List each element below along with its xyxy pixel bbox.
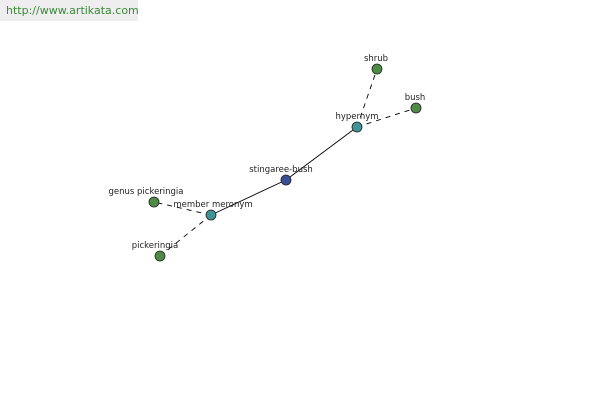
node-label-member-meronym: member meronym	[173, 200, 252, 210]
node-genus-pickeringia[interactable]	[148, 196, 160, 208]
node-hypernym[interactable]	[351, 121, 363, 133]
node-pickeringia[interactable]	[154, 250, 166, 262]
edge-center-to-member-meronym	[210, 179, 287, 216]
graph-nodes	[148, 63, 422, 262]
graph-labels: stingaree-bush hypernym shrub bush member me…	[108, 54, 425, 251]
node-label-genus-pickeringia: genus pickeringia	[108, 187, 183, 197]
node-label-center: stingaree-bush	[249, 165, 313, 175]
node-member-meronym[interactable]	[205, 209, 217, 221]
watermark-link-text: http://www.artikata.com	[6, 4, 139, 17]
node-label-shrub: shrub	[364, 54, 388, 64]
edge-hypernym-to-shrub	[356, 68, 378, 128]
node-center[interactable]	[280, 174, 292, 186]
edge-hypernym-to-bush	[356, 107, 417, 128]
node-bush[interactable]	[410, 102, 422, 114]
node-label-hypernym: hypernym	[335, 112, 378, 122]
edge-center-to-hypernym	[285, 126, 358, 181]
watermark-banner: http://www.artikata.com	[0, 0, 139, 21]
graph-edges	[153, 68, 417, 257]
edge-member-meronym-to-pickeringia	[159, 214, 212, 257]
node-label-bush: bush	[405, 93, 426, 103]
node-shrub[interactable]	[371, 63, 383, 75]
node-label-pickeringia: pickeringia	[132, 241, 179, 251]
